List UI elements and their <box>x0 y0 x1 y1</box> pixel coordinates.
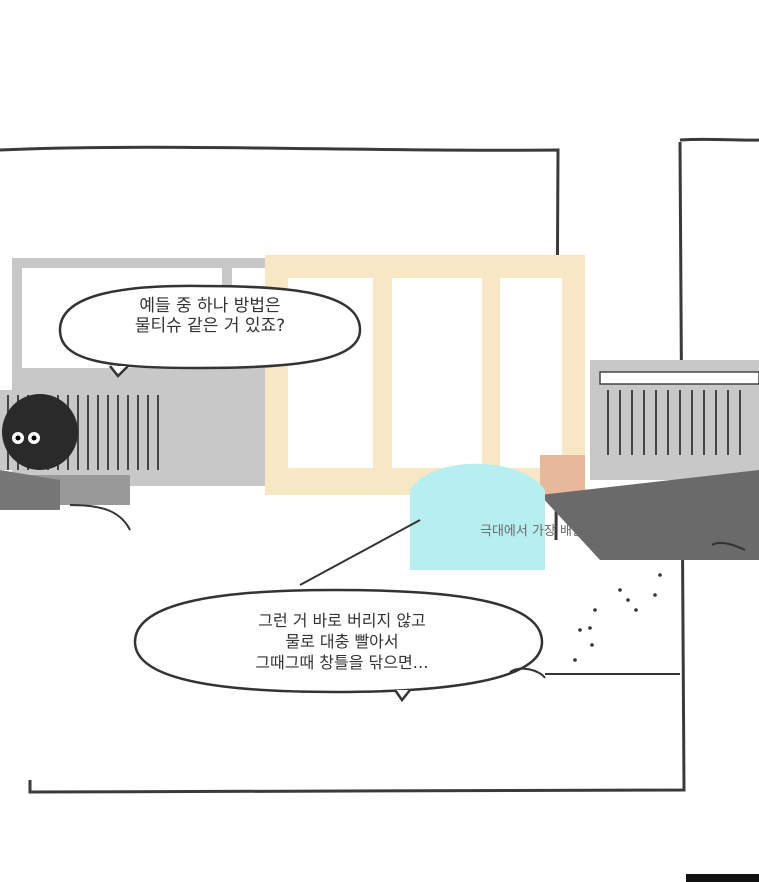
speech-bubble-bottom-text: 그런 거 바로 버리지 않고 물로 대충 빨아서 그때그때 창틀을 닦으면… <box>148 610 536 673</box>
bubble-bottom-line-2: 물로 대충 빨아서 <box>285 632 399 652</box>
foot-shape <box>509 667 546 679</box>
bottom-edge-bar <box>686 874 759 882</box>
speech-bubble-bottom <box>133 588 544 703</box>
left-dark-shape <box>0 470 60 510</box>
right-radiator <box>590 360 759 480</box>
background-caption-text: 극대에서 가장 배달 <box>480 524 584 539</box>
speech-bubble-top-text: 예들 중 하나 방법은 물티슈 같은 거 있죠? <box>62 296 358 337</box>
diagonal-line <box>299 519 421 586</box>
ellipsis-dots <box>573 573 662 662</box>
cyan-character <box>410 463 545 570</box>
dark-floor-shape <box>540 470 759 560</box>
speech-bubble-top <box>58 284 362 378</box>
hand-shape <box>711 541 746 551</box>
speech-tail-line <box>69 504 131 531</box>
bubble-bottom-line-3: 그때그때 창틀을 닦으면… <box>255 653 429 673</box>
center-window-frame <box>265 255 585 495</box>
dark-blob-character <box>2 394 78 470</box>
left-panel-border <box>0 145 560 541</box>
bubble-top-line-2: 물티슈 같은 거 있죠? <box>134 316 286 337</box>
bubble-bottom-line-1: 그런 거 바로 버리지 않고 <box>258 611 426 630</box>
bubble-top-line-1: 예들 중 하나 방법은 <box>139 296 281 316</box>
